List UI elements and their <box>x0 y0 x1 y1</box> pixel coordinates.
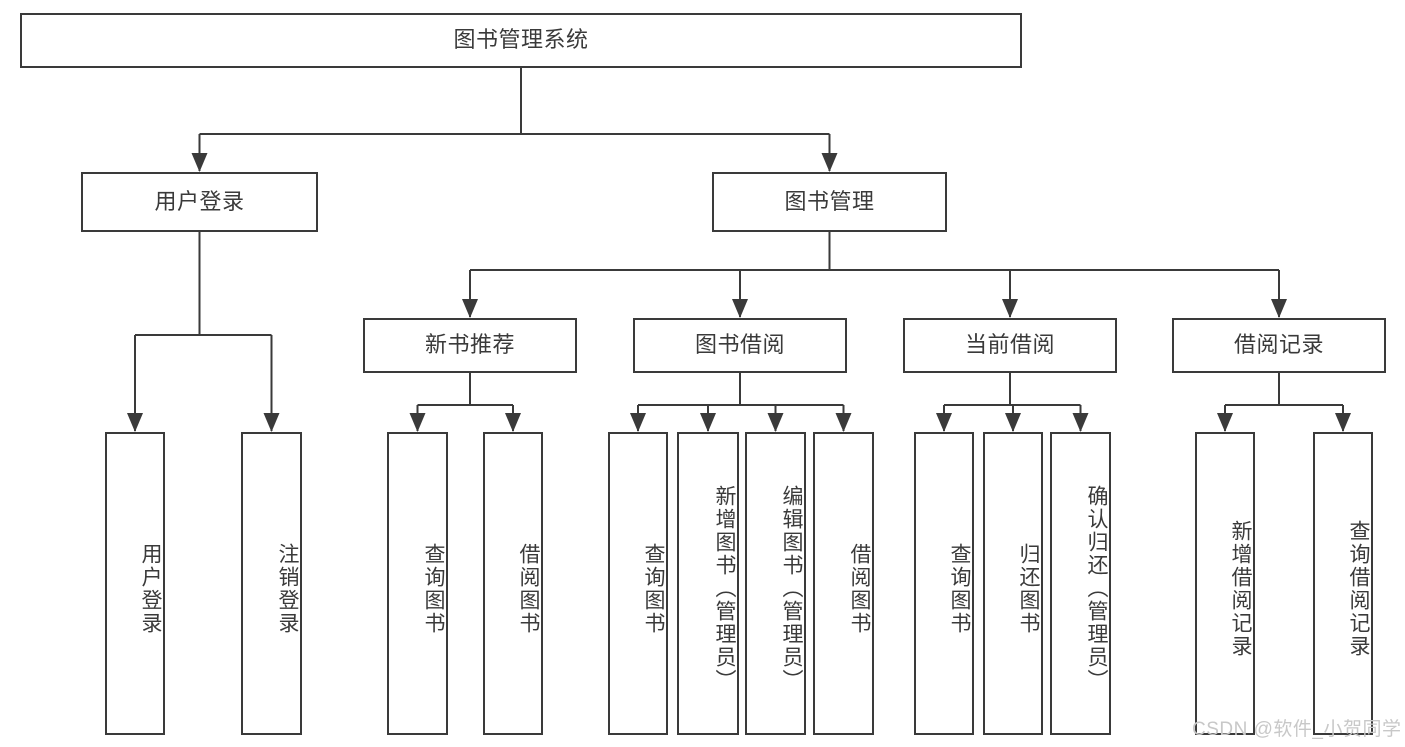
arrowhead-leaf_query_book_1 <box>409 413 426 432</box>
arrowhead-book_borrow <box>732 299 748 318</box>
node-user-login[interactable]: 用户登录 <box>81 172 318 232</box>
node-new-book-rec[interactable]: 新书推荐 <box>363 318 577 373</box>
arrowhead-book_manage <box>821 153 838 172</box>
arrowhead-leaf_add_book <box>700 413 716 432</box>
arrowhead-new_book_rec <box>462 299 478 318</box>
node-leaf-user-login[interactable]: 用户登录 <box>105 432 165 735</box>
arrowhead-current_borrow <box>1002 299 1018 318</box>
arrowhead-leaf_return_book <box>1005 413 1021 432</box>
arrowhead-user_login <box>191 153 208 172</box>
node-leaf-return-book[interactable]: 归还图书 <box>983 432 1043 735</box>
node-label: 当前借阅 <box>964 332 1055 358</box>
node-current-borrow[interactable]: 当前借阅 <box>903 318 1117 373</box>
arrowhead-leaf_logout <box>263 413 280 432</box>
arrowhead-leaf_user_login <box>127 413 143 432</box>
node-label: 图书借阅 <box>694 332 785 358</box>
node-leaf-confirm-return[interactable]: 确认归还（管理员） <box>1050 432 1111 735</box>
arrowhead-leaf_add_record <box>1217 413 1233 432</box>
node-leaf-borrow-book-2[interactable]: 借阅图书 <box>813 432 874 735</box>
node-label: 借阅图书 <box>517 542 540 635</box>
node-label: 用户登录 <box>139 542 162 635</box>
arrowhead-leaf_edit_book <box>767 413 784 432</box>
node-label: 归还图书 <box>1017 542 1040 635</box>
node-label: 图书管理系统 <box>453 27 589 53</box>
node-leaf-query-book-2[interactable]: 查询图书 <box>608 432 668 735</box>
node-label: 确认归还（管理员） <box>1085 485 1108 692</box>
node-label: 注销登录 <box>276 542 299 635</box>
node-label: 借阅图书 <box>848 542 871 635</box>
node-label: 新书推荐 <box>424 332 515 358</box>
node-leaf-add-book[interactable]: 新增图书（管理员） <box>677 432 739 735</box>
arrowhead-leaf_query_book_2 <box>630 413 646 432</box>
node-leaf-query-book-1[interactable]: 查询图书 <box>387 432 448 735</box>
arrowhead-leaf_borrow_book_2 <box>835 413 852 432</box>
node-label: 编辑图书（管理员） <box>780 485 803 692</box>
node-leaf-edit-book[interactable]: 编辑图书（管理员） <box>745 432 806 735</box>
node-label: 新增借阅记录 <box>1229 519 1252 658</box>
node-label: 用户登录 <box>154 188 245 214</box>
node-label: 查询图书 <box>948 542 971 635</box>
node-leaf-query-book-3[interactable]: 查询图书 <box>914 432 974 735</box>
arrowhead-leaf_query_record <box>1335 413 1351 432</box>
node-label: 新增图书（管理员） <box>713 485 736 692</box>
node-leaf-borrow-book-1[interactable]: 借阅图书 <box>483 432 543 735</box>
node-leaf-add-record[interactable]: 新增借阅记录 <box>1195 432 1255 735</box>
arrowhead-leaf_borrow_book_1 <box>505 413 521 432</box>
node-leaf-query-record[interactable]: 查询借阅记录 <box>1313 432 1373 735</box>
node-label: 查询图书 <box>422 542 445 635</box>
arrowhead-borrow_record <box>1271 299 1287 318</box>
node-book-borrow[interactable]: 图书借阅 <box>633 318 847 373</box>
node-label: 图书管理 <box>784 188 875 214</box>
node-book-manage[interactable]: 图书管理 <box>712 172 947 232</box>
node-borrow-record[interactable]: 借阅记录 <box>1172 318 1386 373</box>
node-leaf-logout[interactable]: 注销登录 <box>241 432 302 735</box>
node-label: 查询借阅记录 <box>1347 519 1370 658</box>
arrowhead-leaf_confirm_return <box>1072 413 1089 432</box>
arrowhead-leaf_query_book_3 <box>936 413 952 432</box>
node-root[interactable]: 图书管理系统 <box>20 13 1022 68</box>
node-label: 借阅记录 <box>1233 332 1324 358</box>
node-label: 查询图书 <box>642 542 665 635</box>
